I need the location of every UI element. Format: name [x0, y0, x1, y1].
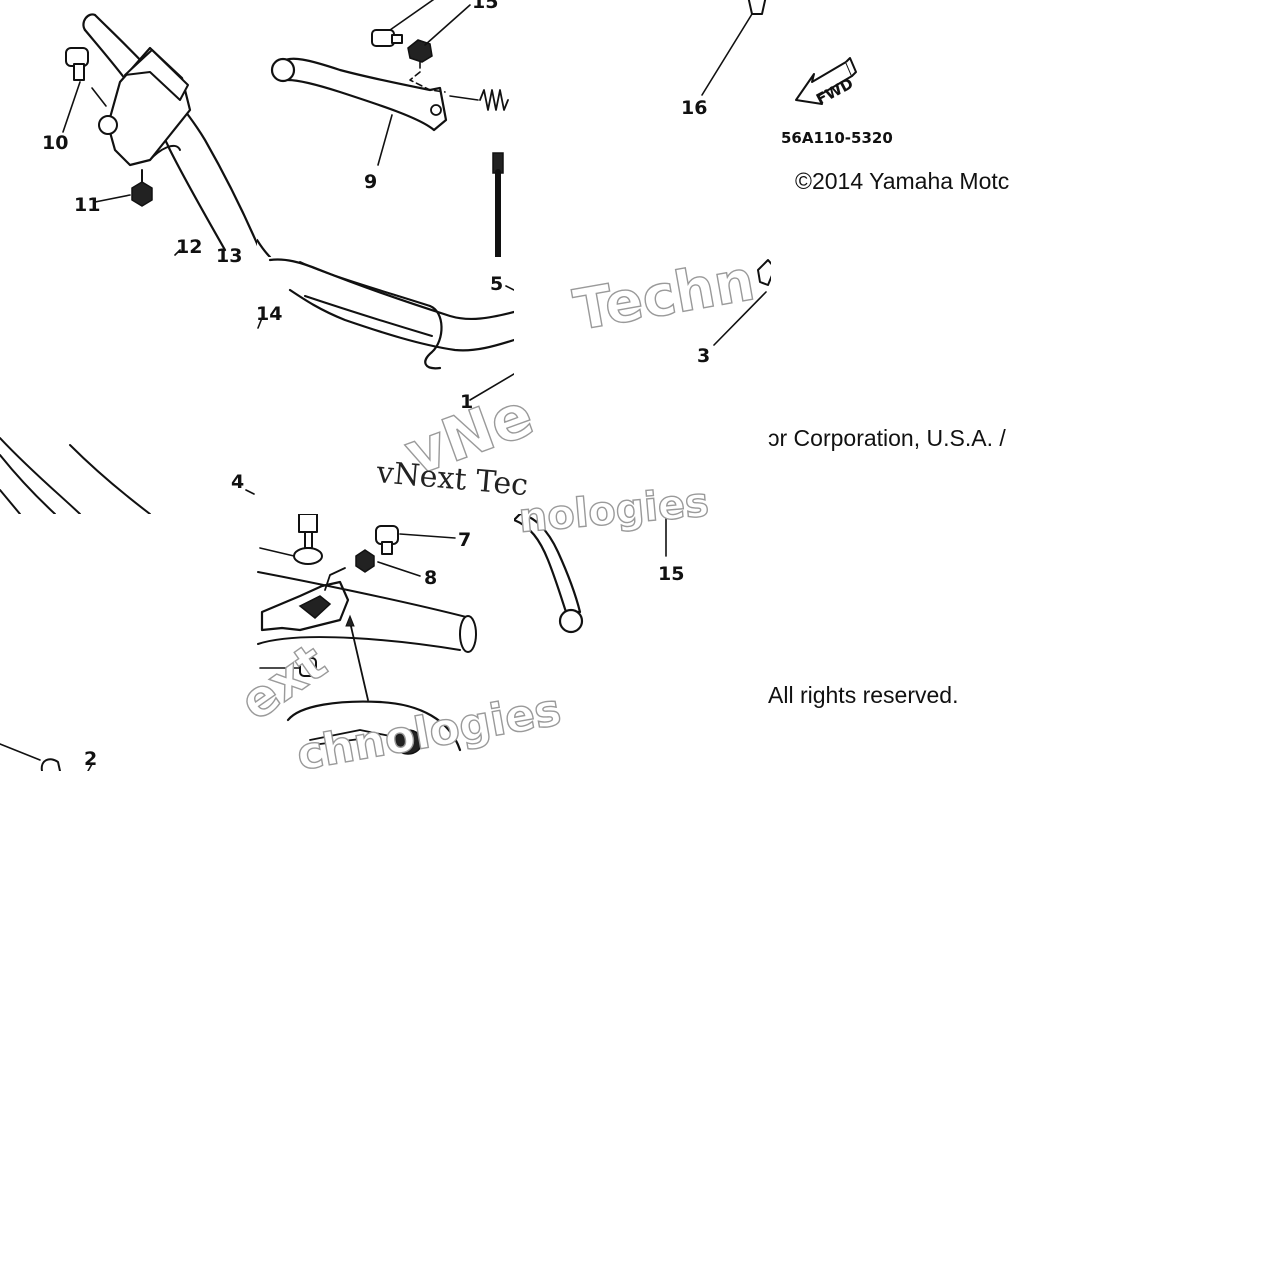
- callout-15-lower: 15: [658, 563, 684, 585]
- callout-10: 10: [42, 132, 68, 154]
- callout-2: 2: [84, 748, 97, 770]
- callout-1: 1: [460, 391, 473, 413]
- tile-clutch-lever: [514, 514, 667, 634]
- copyright-line-2: ɔr Corporation, U.S.A. /: [768, 425, 1006, 451]
- watermark-serif: vNext Tec: [374, 455, 529, 503]
- callout-13: 13: [216, 245, 242, 267]
- watermark-outline-1: Techn: [569, 248, 759, 344]
- watermark-outline-5: nologies: [517, 480, 711, 542]
- callout-6: 6: [494, 411, 507, 433]
- watermark-outline-3: ext: [230, 633, 337, 732]
- callout-9: 9: [364, 171, 377, 193]
- tile-left-bar: [0, 437, 255, 514]
- blank-area: [0, 771, 1285, 1285]
- reference-code: 56A110-5320: [781, 129, 893, 147]
- tile-gap: [514, 0, 520, 257]
- watermark-outline-4: chnologies: [293, 684, 565, 781]
- callout-11: 11: [74, 194, 100, 216]
- callout-14: 14: [256, 303, 282, 325]
- callout-12: 12: [176, 236, 202, 258]
- callout-8: 8: [424, 567, 437, 589]
- callout-7: 7: [458, 529, 471, 551]
- tile-handlebar: [257, 258, 514, 401]
- callout-5: 5: [490, 273, 503, 295]
- copyright-line-1: ©2014 Yamaha Motc: [795, 168, 1009, 194]
- nut-icon: [131, 181, 153, 207]
- callout-4: 4: [231, 471, 244, 493]
- tile-fwd-arrow: FWD: [701, 0, 857, 109]
- tile-cable-end: [713, 259, 771, 346]
- callout-15-top: 15: [472, 0, 498, 13]
- copyright-line-3: All rights reserved.: [768, 682, 958, 708]
- fwd-arrow-icon: FWD: [795, 57, 857, 109]
- tile-clutch-bracket: [257, 514, 477, 755]
- callout-16: 16: [681, 97, 707, 119]
- tile-brake-lever: [257, 0, 509, 257]
- tile-master-cylinder: [62, 13, 257, 256]
- tile-grip: [0, 743, 93, 771]
- callout-3: 3: [697, 345, 710, 367]
